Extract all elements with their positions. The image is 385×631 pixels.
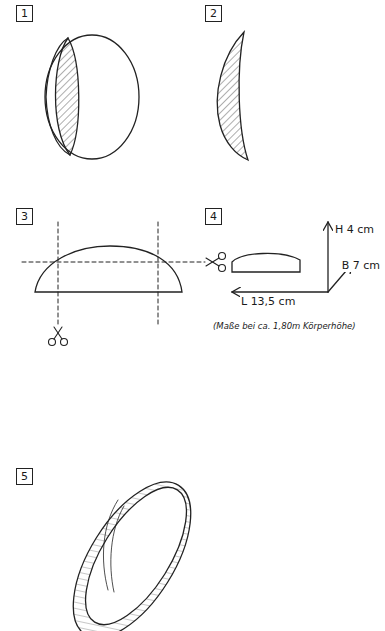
pad-figure: [50, 463, 215, 631]
callout-box: 1: [16, 5, 33, 22]
callout-box: 3: [16, 208, 33, 225]
callout-number: 2: [210, 8, 217, 19]
callout-number: 4: [210, 211, 217, 222]
slice-figure: [217, 32, 248, 160]
callout-box: 5: [16, 468, 33, 485]
callout-box: 2: [205, 5, 222, 22]
callout-number: 1: [21, 8, 28, 19]
cut-figure: [22, 222, 226, 346]
dimension-label: L 13,5 cm: [240, 296, 296, 308]
callout-number: 3: [21, 211, 28, 222]
dimension-label: B 7 cm: [341, 260, 381, 272]
callout-number: 5: [21, 471, 28, 482]
note-text: (Maße bei ca. 1,80m Körperhöhe): [212, 322, 357, 331]
dimension-label: H 4 cm: [334, 224, 375, 236]
ball-figure: [45, 35, 139, 159]
callout-box: 4: [205, 208, 222, 225]
